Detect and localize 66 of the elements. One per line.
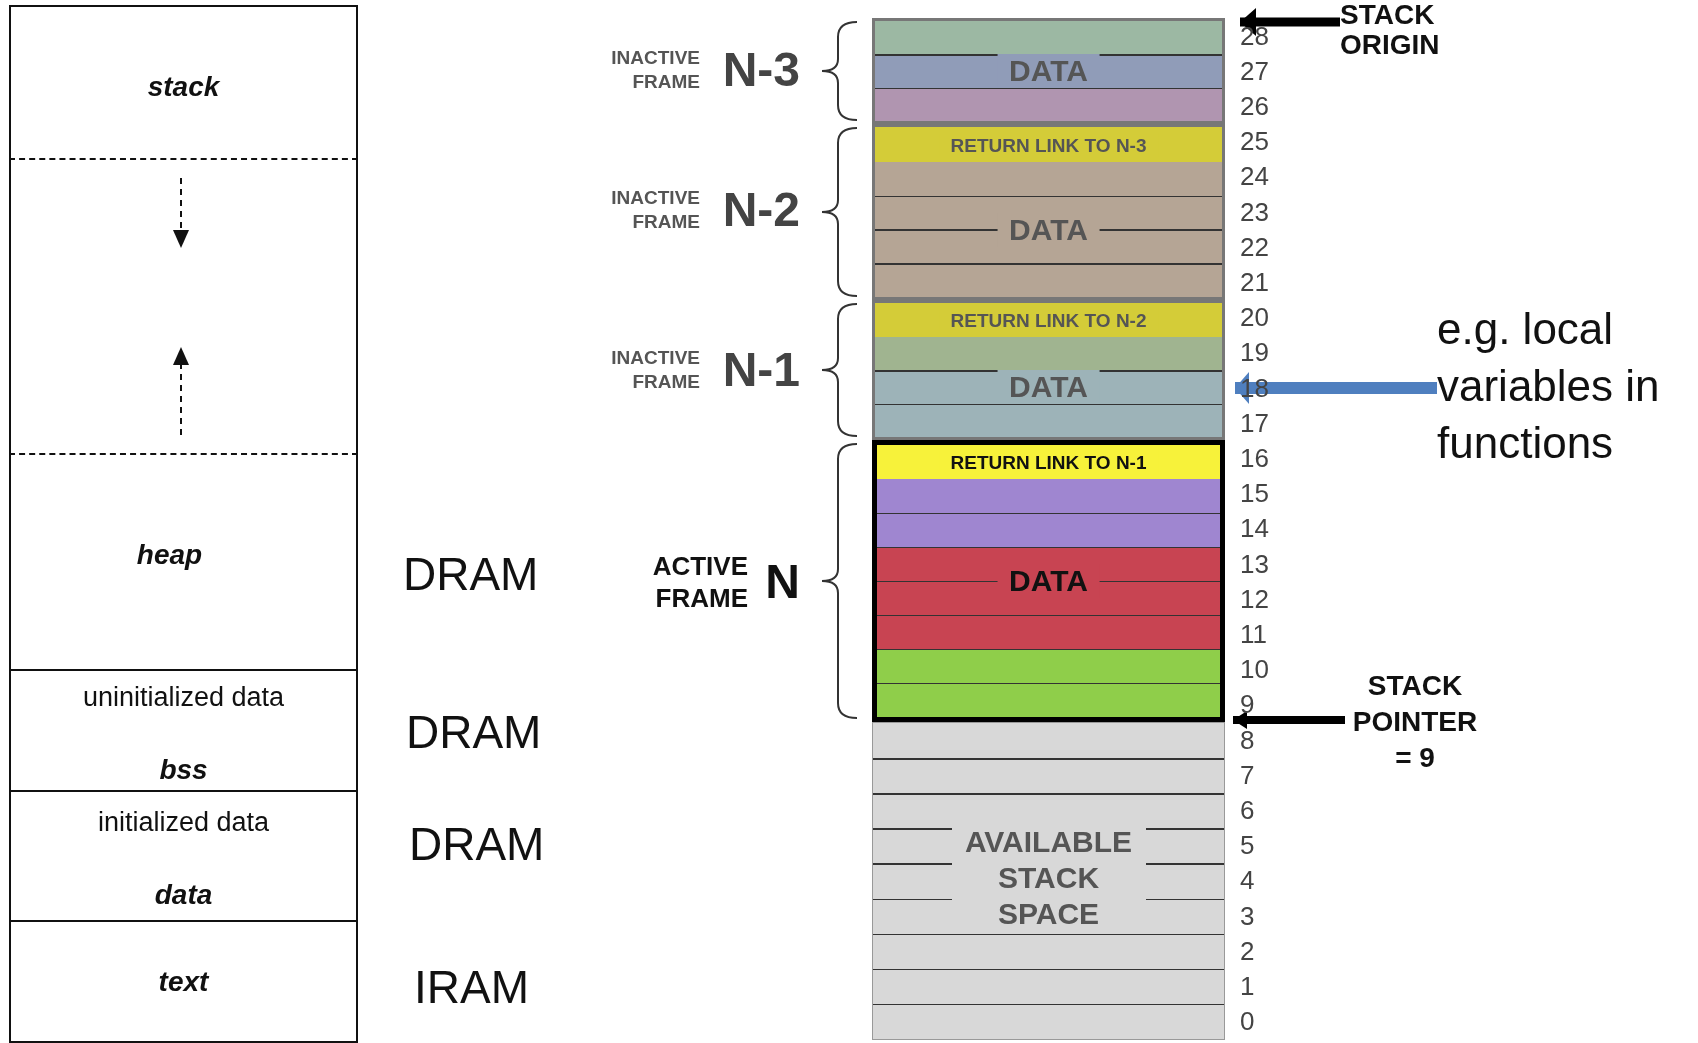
- row-number: 10: [1240, 655, 1269, 684]
- free-memory-region: [9, 160, 358, 455]
- row-number: 11: [1240, 620, 1267, 648]
- row-number: 8: [1240, 725, 1255, 754]
- return-link-slot: [875, 127, 1222, 162]
- annotation-text: e.g. local variables in functions: [1437, 300, 1698, 471]
- return-link-slot: [875, 303, 1222, 337]
- row-number: 21: [1240, 268, 1269, 296]
- memory-segment: [9, 671, 358, 792]
- frame-label: ACTIVE FRAME: [651, 550, 748, 614]
- memory-type-label: DRAM: [409, 820, 545, 868]
- row-number: 17: [1240, 408, 1269, 437]
- memory-segment: [9, 922, 358, 1043]
- segment-description: initialized data: [97, 806, 270, 838]
- stack-data-block: [875, 21, 1222, 121]
- stack-data-block: [875, 337, 1222, 437]
- frame-label: INACTIVE FRAME: [610, 46, 700, 94]
- frame-name: N-3: [722, 46, 800, 94]
- row-number: 1: [1240, 972, 1255, 1000]
- row-number: 4: [1240, 866, 1255, 895]
- row-number: 5: [1240, 831, 1255, 860]
- arrow: [1240, 8, 1340, 36]
- row-number: 28: [1240, 21, 1269, 50]
- pointer-label: STACK POINTER = 9: [1345, 668, 1485, 776]
- row-number: 0: [1240, 1007, 1255, 1036]
- segment-name: bss: [159, 754, 208, 786]
- row-number: 20: [1240, 303, 1269, 332]
- segment-name: data: [154, 879, 213, 911]
- pointer-label: STACK ORIGIN: [1340, 0, 1465, 60]
- row-number: 27: [1240, 56, 1269, 85]
- row-number: 24: [1240, 162, 1269, 191]
- row-number: 22: [1240, 232, 1269, 261]
- row-number: 7: [1240, 760, 1255, 789]
- row-number: 16: [1240, 444, 1269, 472]
- row-number: 26: [1240, 92, 1269, 120]
- memory-segment: [9, 5, 358, 160]
- stack-data-block: [875, 162, 1222, 297]
- arrow: [1235, 372, 1437, 404]
- row-number: 14: [1240, 514, 1269, 543]
- memory-type-label: IRAM: [414, 963, 529, 1011]
- return-link-slot: [877, 445, 1220, 479]
- memory-segment: [9, 455, 358, 671]
- frame-name: N-2: [722, 186, 800, 234]
- frame-name: N: [765, 558, 800, 606]
- frame-label: INACTIVE FRAME: [610, 346, 700, 394]
- segment-name: heap: [136, 539, 203, 571]
- row-number: 12: [1240, 584, 1269, 613]
- row-number: 25: [1240, 127, 1269, 156]
- stack-data-block: [872, 722, 1225, 1040]
- frame-label: INACTIVE FRAME: [610, 186, 700, 234]
- row-number: 13: [1240, 549, 1269, 578]
- row-number: 9: [1240, 690, 1255, 719]
- row-number: 2: [1240, 936, 1255, 965]
- memory-type-label: DRAM: [406, 708, 542, 756]
- row-number: 23: [1240, 197, 1269, 226]
- segment-description: uninitialized data: [82, 681, 285, 713]
- row-number: 15: [1240, 479, 1269, 508]
- row-number: 6: [1240, 796, 1255, 824]
- row-number: 19: [1240, 338, 1269, 367]
- segment-name: stack: [147, 71, 220, 103]
- segment-name: text: [158, 966, 209, 998]
- frame-name: N-1: [722, 346, 800, 394]
- memory-type-label: DRAM: [403, 550, 539, 598]
- stack-data-block: [877, 479, 1220, 717]
- memory-segment: [9, 792, 358, 922]
- row-number: 3: [1240, 901, 1255, 930]
